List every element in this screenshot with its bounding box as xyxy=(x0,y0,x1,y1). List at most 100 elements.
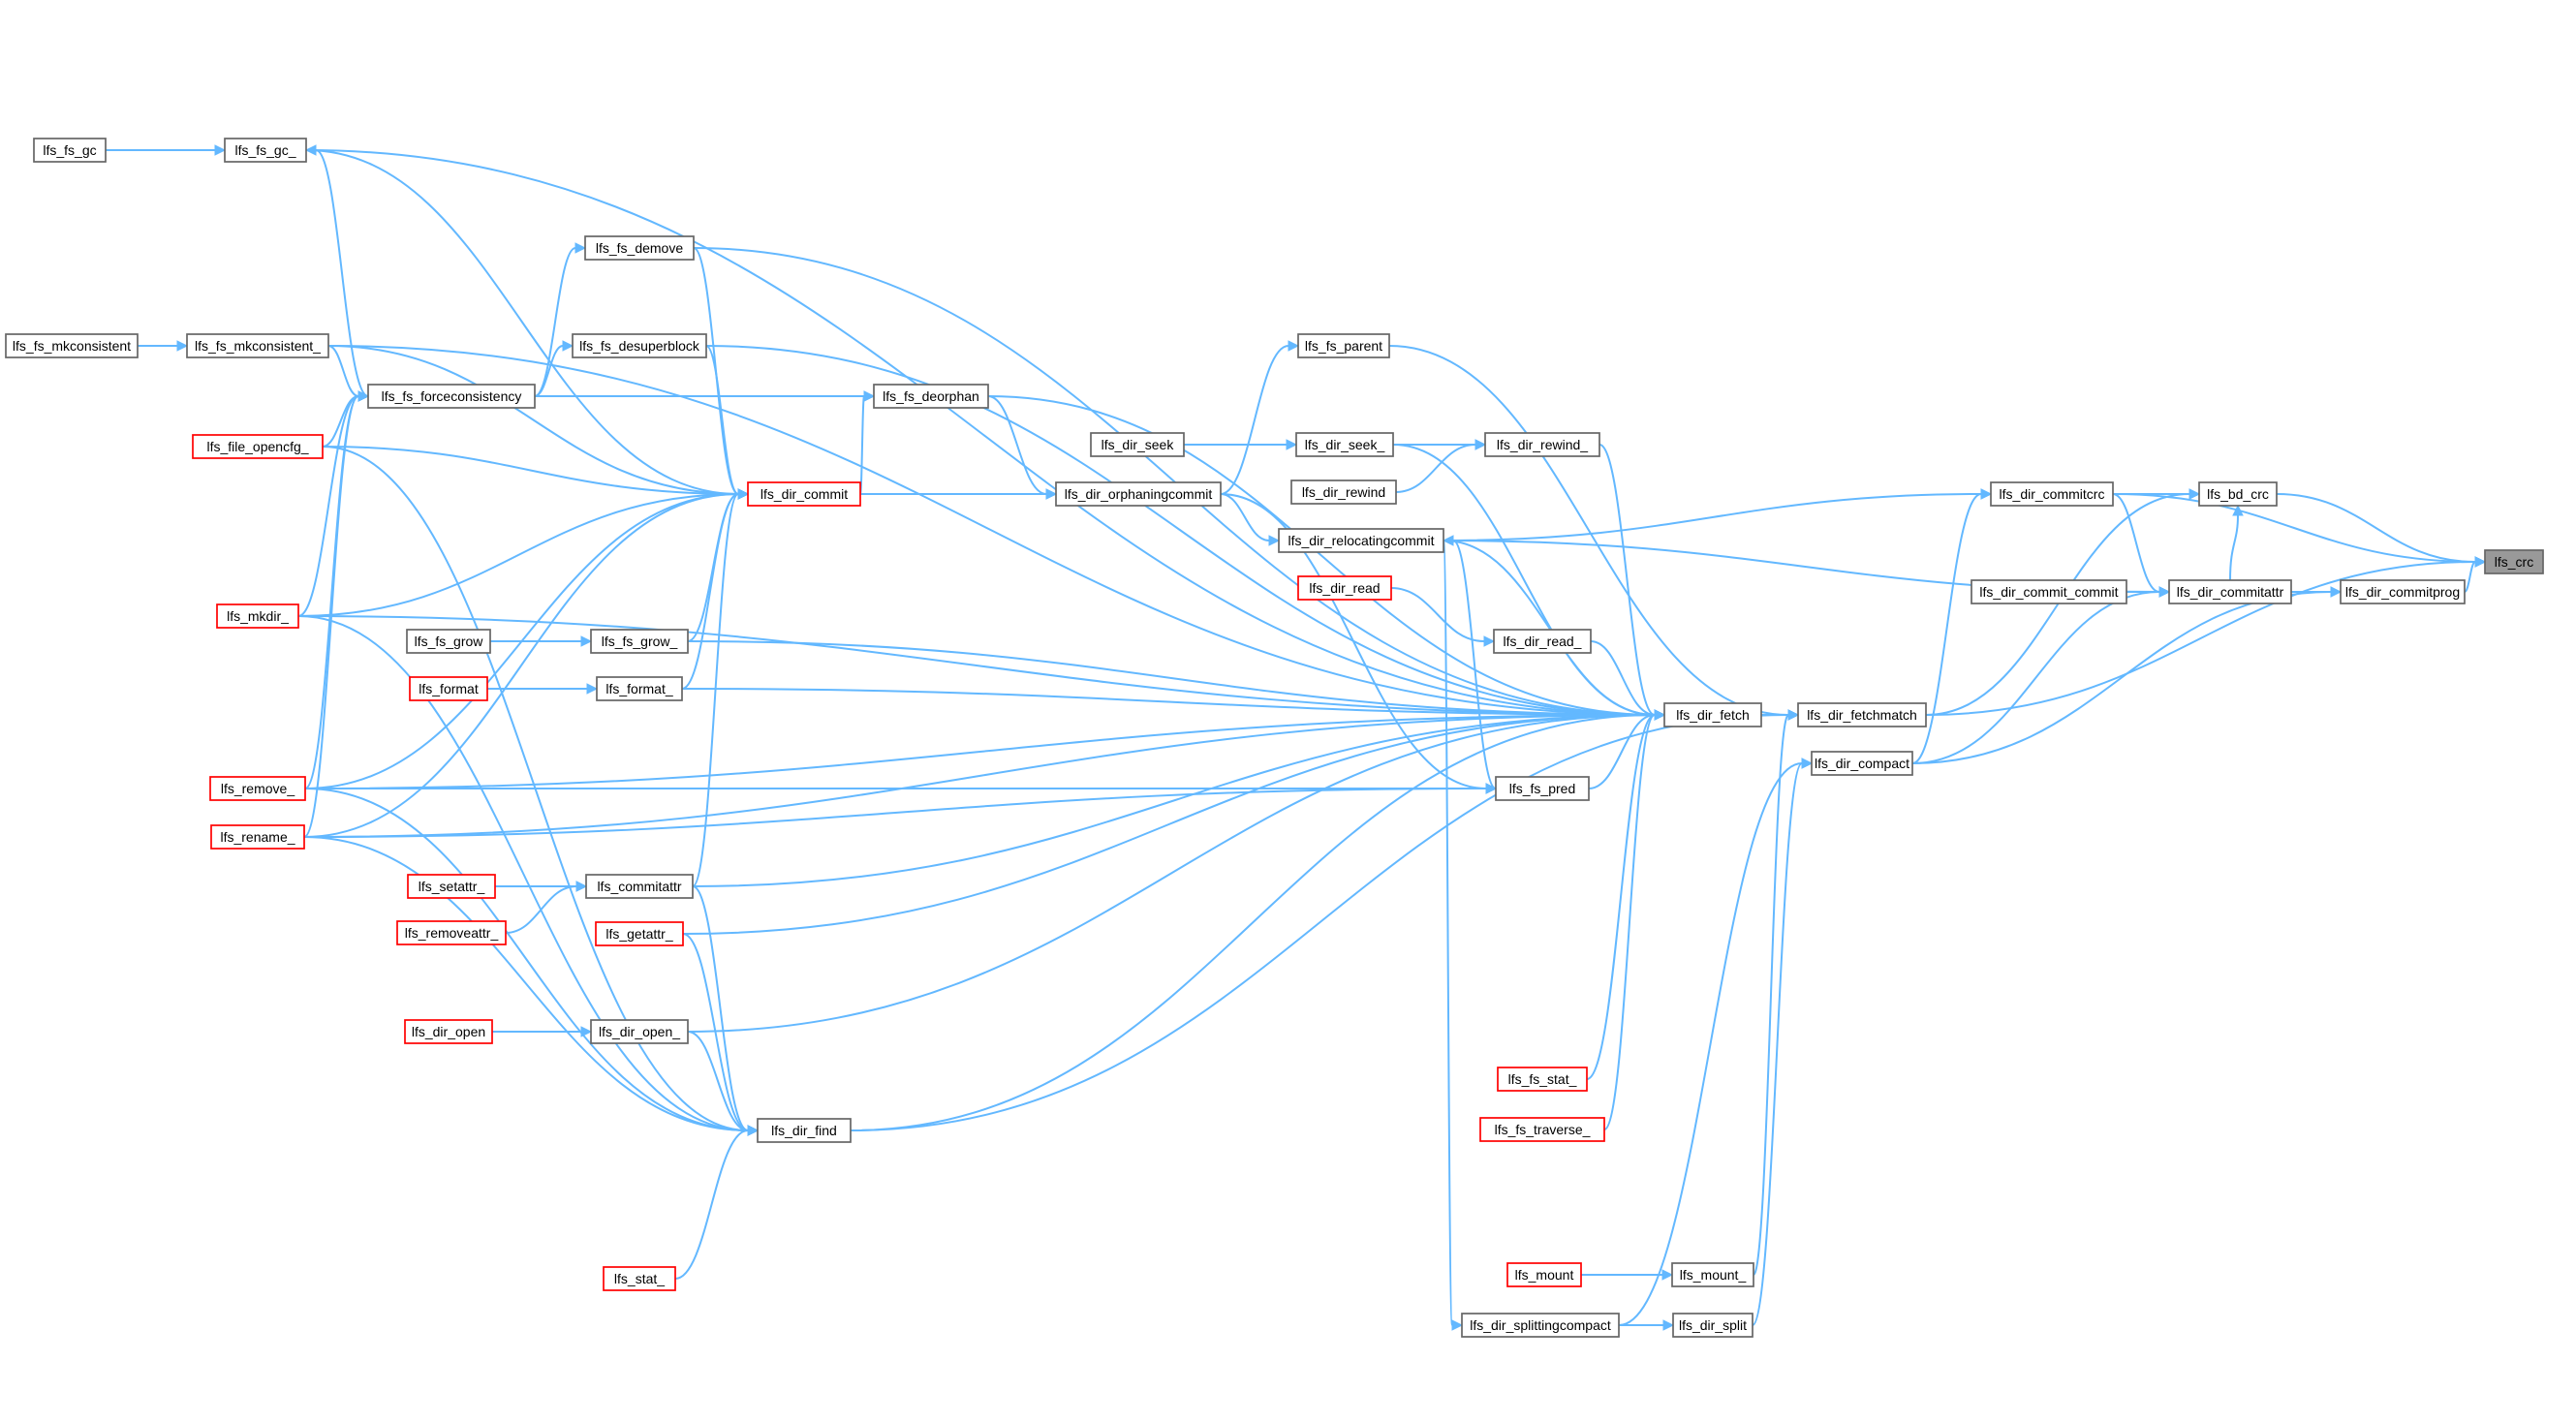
node-lfs-stat-[interactable]: lfs_stat_ xyxy=(603,1266,676,1291)
node-box xyxy=(1090,432,1185,457)
node-lfs-fs-pred[interactable]: lfs_fs_pred xyxy=(1495,776,1590,801)
edge-lfs_fs_mkconsistent-to-lfs_fs_mkconsistent_ xyxy=(138,340,189,352)
node-box xyxy=(186,333,329,358)
node-box xyxy=(1290,479,1397,505)
node-lfs-dir-seek-[interactable]: lfs_dir_seek_ xyxy=(1295,432,1394,457)
node-lfs-dir-orphaningcommit[interactable]: lfs_dir_orphaningcommit xyxy=(1055,481,1222,507)
node-lfs-dir-commitprog[interactable]: lfs_dir_commitprog xyxy=(2340,579,2466,604)
node-box xyxy=(224,138,307,163)
node-lfs-file-opencfg-[interactable]: lfs_file_opencfg_ xyxy=(192,434,324,459)
node-lfs-mount[interactable]: lfs_mount xyxy=(1506,1262,1582,1287)
node-lfs-dir-commit-commit[interactable]: lfs_dir_commit_commit xyxy=(1971,579,2127,604)
node-label: lfs_dir_open xyxy=(412,1024,485,1039)
arrowhead xyxy=(357,390,370,402)
node-label: lfs_commitattr xyxy=(597,879,681,894)
node-lfs-mount-[interactable]: lfs_mount_ xyxy=(1671,1262,1754,1287)
node-lfs-removeattr-[interactable]: lfs_removeattr_ xyxy=(396,920,507,945)
node-lfs-dir-open[interactable]: lfs_dir_open xyxy=(404,1019,493,1044)
edge-lfs_fs_stat_-to-lfs_dir_fetch xyxy=(1586,709,1666,1080)
edge-lfs_fs_demove-to-lfs_dir_commit xyxy=(693,247,750,500)
node-lfs-fs-gc[interactable]: lfs_fs_gc xyxy=(33,138,107,163)
node-label: lfs_fs_deorphan xyxy=(883,388,979,404)
arrowhead xyxy=(304,144,317,156)
node-box xyxy=(192,434,324,459)
node-lfs-fs-grow[interactable]: lfs_fs_grow xyxy=(406,629,491,654)
node-lfs-fs-stat-[interactable]: lfs_fs_stat_ xyxy=(1497,1067,1588,1092)
node-lfs-setattr-[interactable]: lfs_setattr_ xyxy=(407,874,496,899)
node-label: lfs_fs_mkconsistent_ xyxy=(195,338,321,354)
node-lfs-dir-split[interactable]: lfs_dir_split xyxy=(1672,1313,1754,1338)
arrowhead xyxy=(1442,535,1454,546)
node-lfs-fs-mkconsistent[interactable]: lfs_fs_mkconsistent xyxy=(5,333,139,358)
node-box xyxy=(584,235,695,261)
node-lfs-fs-forceconsistency[interactable]: lfs_fs_forceconsistency xyxy=(367,384,536,409)
node-lfs-fs-grow-[interactable]: lfs_fs_grow_ xyxy=(590,629,689,654)
node-lfs-dir-read-[interactable]: lfs_dir_read_ xyxy=(1493,629,1592,654)
arrowhead xyxy=(2330,586,2343,598)
node-lfs-dir-relocatingcommit[interactable]: lfs_dir_relocatingcommit xyxy=(1278,528,1444,553)
node-box xyxy=(1495,776,1590,801)
node-lfs-dir-open-[interactable]: lfs_dir_open_ xyxy=(590,1019,689,1044)
arrowhead xyxy=(1268,535,1281,546)
node-lfs-fs-gc-[interactable]: lfs_fs_gc_ xyxy=(224,138,307,163)
edge-lfs_rename_-to-lfs_dir_fetch xyxy=(303,709,1666,838)
node-lfs-dir-splittingcompact[interactable]: lfs_dir_splittingcompact xyxy=(1461,1313,1620,1338)
arrowhead xyxy=(2474,556,2487,568)
node-label: lfs_dir_fetch xyxy=(1676,707,1749,723)
node-label: lfs_remove_ xyxy=(221,781,295,796)
arrowhead xyxy=(176,340,189,352)
node-lfs-fs-desuperblock[interactable]: lfs_fs_desuperblock xyxy=(572,333,707,358)
node-lfs-dir-read[interactable]: lfs_dir_read xyxy=(1297,575,1392,601)
edge-lfs_fs_forceconsistency-to-lfs_fs_deorphan xyxy=(535,390,876,402)
node-lfs-fs-demove[interactable]: lfs_fs_demove xyxy=(584,235,695,261)
node-lfs-dir-commitcrc[interactable]: lfs_dir_commitcrc xyxy=(1990,481,2114,507)
node-lfs-dir-seek[interactable]: lfs_dir_seek xyxy=(1090,432,1185,457)
node-lfs-dir-find[interactable]: lfs_dir_find xyxy=(757,1118,852,1143)
node-lfs-format-[interactable]: lfs_format_ xyxy=(596,676,683,701)
node-lfs-fs-deorphan[interactable]: lfs_fs_deorphan xyxy=(873,384,989,409)
edge-lfs_format-to-lfs_format_ xyxy=(487,683,599,695)
arrowhead xyxy=(1286,439,1298,450)
node-lfs-getattr-[interactable]: lfs_getattr_ xyxy=(595,921,684,946)
arrowhead xyxy=(1662,1319,1675,1331)
node-lfs-mkdir-[interactable]: lfs_mkdir_ xyxy=(216,603,299,629)
arrowhead xyxy=(574,242,587,254)
node-lfs-fs-parent[interactable]: lfs_fs_parent xyxy=(1297,333,1390,358)
edge-lfs_dir_split-to-lfs_dir_compact xyxy=(1752,758,1814,1326)
node-lfs-dir-commit[interactable]: lfs_dir_commit xyxy=(747,481,861,507)
node-box xyxy=(747,481,861,507)
node-label: lfs_dir_commitprog xyxy=(2345,584,2460,600)
node-lfs-dir-rewind[interactable]: lfs_dir_rewind xyxy=(1290,479,1397,505)
node-lfs-commitattr[interactable]: lfs_commitattr xyxy=(585,874,694,899)
node-label: lfs_removeattr_ xyxy=(405,925,499,941)
node-lfs-dir-fetchmatch[interactable]: lfs_dir_fetchmatch xyxy=(1797,702,1927,727)
node-lfs-rename-[interactable]: lfs_rename_ xyxy=(210,824,305,850)
node-lfs-bd-crc[interactable]: lfs_bd_crc xyxy=(2198,481,2278,507)
node-lfs-dir-compact[interactable]: lfs_dir_compact xyxy=(1811,751,1913,776)
node-lfs-format[interactable]: lfs_format xyxy=(409,676,488,701)
node-label: lfs_dir_orphaningcommit xyxy=(1065,486,1213,502)
node-lfs-dir-commitattr[interactable]: lfs_dir_commitattr xyxy=(2168,579,2292,604)
arrowhead xyxy=(1980,488,1993,500)
arrowhead xyxy=(2232,504,2244,516)
node-label: lfs_rename_ xyxy=(220,829,295,845)
edge-lfs_dir_commit-to-lfs_fs_deorphan xyxy=(859,390,876,495)
node-label: lfs_dir_splittingcompact xyxy=(1470,1317,1611,1333)
edge-lfs_dir_commitcrc-to-lfs_dir_commitattr xyxy=(2112,493,2171,598)
edge-lfs_file_opencfg_-to-lfs_dir_commit xyxy=(322,446,750,500)
node-lfs-remove-[interactable]: lfs_remove_ xyxy=(209,776,306,801)
node-lfs-dir-rewind-[interactable]: lfs_dir_rewind_ xyxy=(1484,432,1600,457)
edge-lfs_dir_fetchmatch-to-lfs_bd_crc xyxy=(1925,488,2201,716)
node-lfs-fs-mkconsistent-[interactable]: lfs_fs_mkconsistent_ xyxy=(186,333,329,358)
edge-lfs_dir_seek-to-lfs_dir_seek_ xyxy=(1184,439,1298,450)
node-label: lfs_setattr_ xyxy=(419,879,485,894)
edges xyxy=(106,144,2487,1331)
node-lfs-dir-fetch[interactable]: lfs_dir_fetch xyxy=(1663,702,1762,727)
node-label: lfs_dir_commitattr xyxy=(2177,584,2284,600)
node-lfs-fs-traverse-[interactable]: lfs_fs_traverse_ xyxy=(1479,1117,1605,1142)
node-label: lfs_dir_rewind_ xyxy=(1497,437,1588,452)
node-label: lfs_dir_commit_commit xyxy=(1979,584,2118,600)
nodes: lfs_crclfs_bd_crclfs_dir_commitproglfs_d… xyxy=(5,138,2544,1338)
node-label: lfs_mkdir_ xyxy=(227,608,289,624)
edge-lfs_remove_-to-lfs_dir_fetch xyxy=(304,709,1666,789)
